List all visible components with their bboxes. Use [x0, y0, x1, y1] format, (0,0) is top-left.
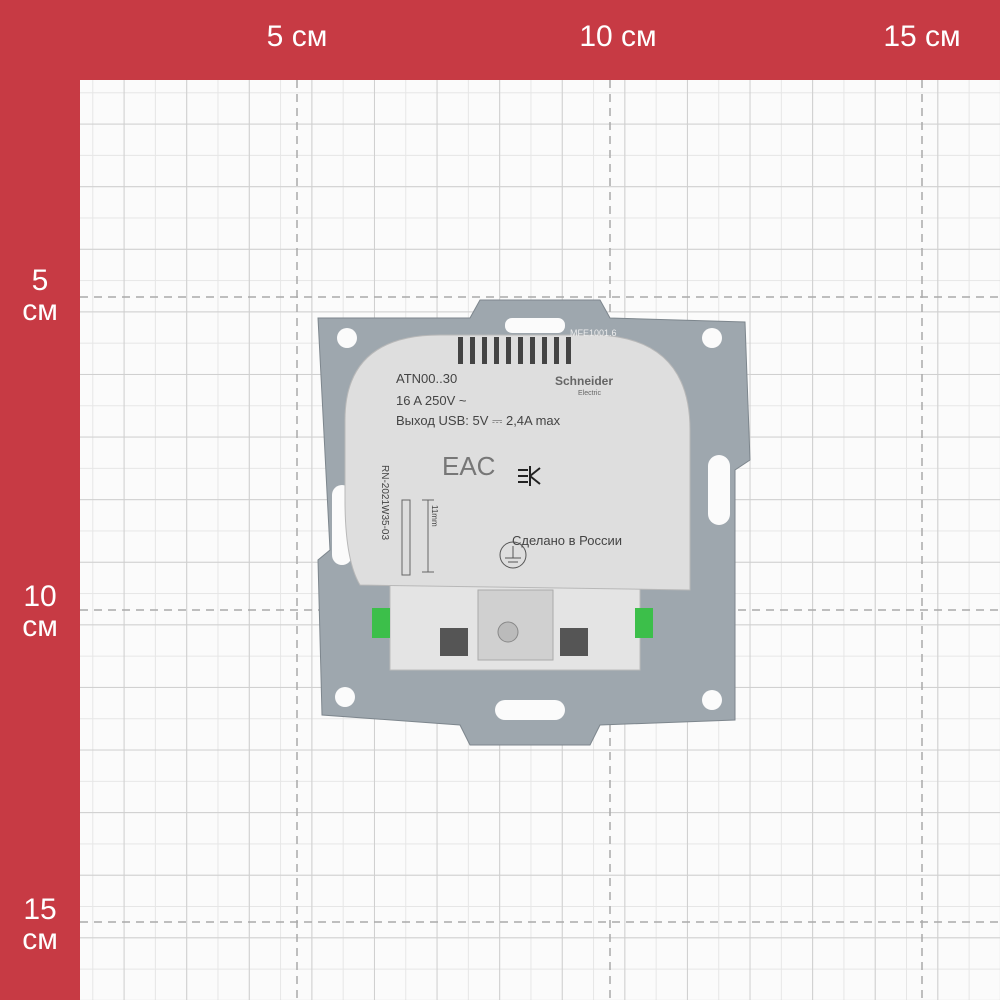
eac-mark: EAC — [442, 451, 495, 481]
vent-slots — [458, 337, 571, 364]
brand-logo: Schneider — [555, 374, 613, 388]
ruler-top-5: 5 см — [266, 20, 328, 53]
made-in-text: Сделано в России — [512, 533, 622, 548]
ruler-top-15: 15 см — [883, 20, 961, 53]
ground-symbol-icon — [499, 541, 527, 569]
green-clip-right — [635, 608, 653, 638]
indoor-use-icon — [518, 466, 541, 486]
terminal-block — [372, 574, 653, 671]
strip-gauge-icon — [401, 499, 434, 576]
green-clip-left — [372, 608, 390, 638]
back-cover — [344, 334, 691, 591]
rating-text: 16 A 250V ~ — [396, 393, 467, 408]
brand-sub: Electric — [578, 390, 601, 397]
model-text: ATN00..30 — [396, 371, 457, 386]
ruler-top-10: 10 см — [579, 20, 657, 53]
usb-output-text: Выход USB: 5V ⎓ 2,4A max — [396, 413, 561, 428]
strip-length: 11mm — [430, 505, 439, 527]
batch-code: RN-2021W35-03 — [379, 465, 390, 540]
plate-code: MFE1001.6 — [570, 328, 617, 338]
